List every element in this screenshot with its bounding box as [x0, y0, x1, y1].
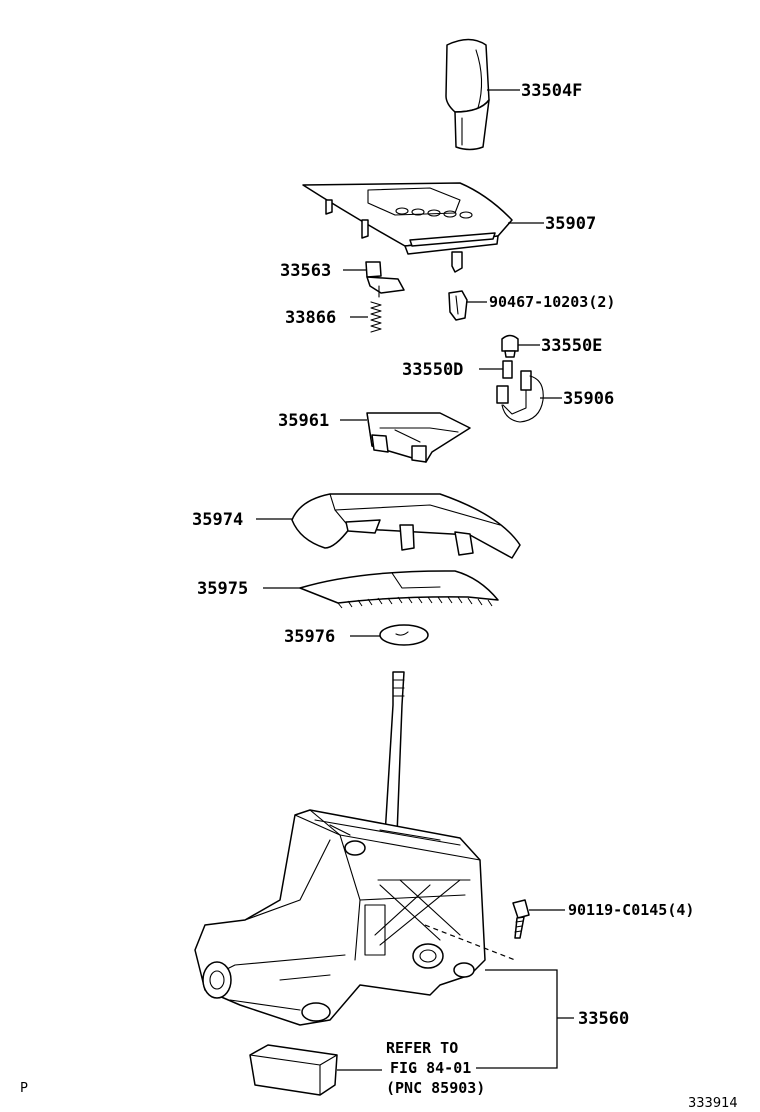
socket: 33550D — [402, 360, 513, 380]
wire-harness: 35906 — [496, 370, 614, 423]
reference-line-1: REFER TO — [386, 1039, 458, 1057]
shift-lever-assembly: 33560 — [194, 671, 629, 1069]
corner-mark: P — [20, 1081, 28, 1096]
dust-cover: 35975 — [197, 570, 499, 609]
label-35976: 35976 — [284, 627, 335, 647]
label-33563: 33563 — [280, 261, 331, 281]
label-90467-10203: 90467-10203(2) — [489, 293, 615, 311]
label-90119-C0145: 90119-C0145(4) — [568, 901, 694, 919]
label-35974: 35974 — [192, 510, 243, 530]
slide-cover: 35974 — [192, 493, 521, 559]
shift-bezel: 35907 — [302, 182, 596, 273]
bulb: 33550E — [501, 334, 602, 358]
clip: 90467-10203(2) — [448, 290, 615, 321]
reference-line-3: (PNC 85903) — [386, 1079, 485, 1097]
label-35961: 35961 — [278, 411, 329, 431]
spring: 33866 — [285, 301, 382, 333]
figure-id: 333914 — [688, 1096, 738, 1111]
shift-stopper: 33563 — [280, 261, 405, 298]
label-35975: 35975 — [197, 579, 248, 599]
bolt: 90119-C0145(4) — [512, 899, 694, 939]
label-33504F: 33504F — [521, 81, 582, 101]
label-33550D: 33550D — [402, 360, 463, 380]
label-33866: 33866 — [285, 308, 336, 328]
reference-line-2: FIG 84-01 — [390, 1059, 471, 1077]
label-33550E: 33550E — [541, 336, 602, 356]
indicator-housing: 35961 — [278, 411, 471, 463]
shift-knob: 33504F — [445, 38, 582, 151]
label-35906: 35906 — [563, 389, 614, 409]
reference-module — [249, 1044, 382, 1096]
label-33560: 33560 — [578, 1009, 629, 1029]
plate: 35976 — [284, 624, 429, 647]
label-35907: 35907 — [545, 214, 596, 234]
